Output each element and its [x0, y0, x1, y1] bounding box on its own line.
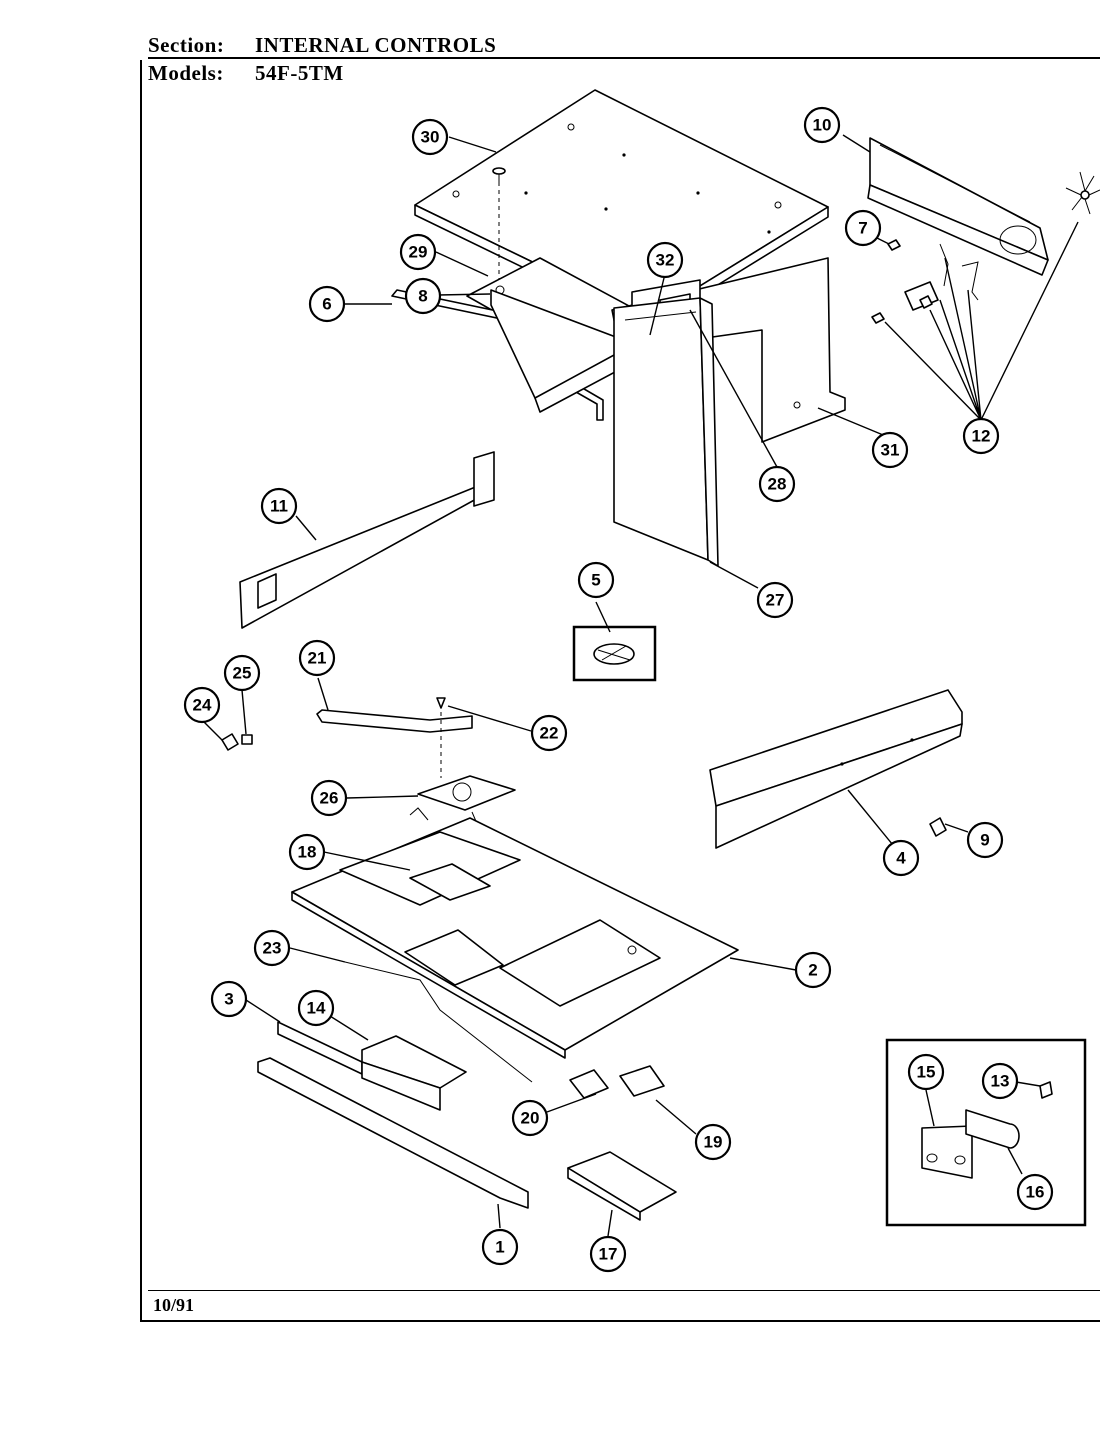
callout-5: 5 [577, 561, 615, 599]
callout-1: 1 [481, 1228, 519, 1266]
callout-17: 17 [589, 1235, 627, 1273]
callout-2: 2 [794, 951, 832, 989]
part-21-tube [316, 709, 473, 733]
part-10-fan-bracket [867, 137, 1049, 276]
svg-text:9: 9 [980, 831, 989, 850]
callout-22: 22 [530, 714, 568, 752]
svg-text:22: 22 [540, 724, 559, 743]
models-label: Models: [148, 61, 224, 85]
svg-text:1: 1 [495, 1238, 504, 1257]
svg-text:30: 30 [421, 128, 440, 147]
svg-text:4: 4 [896, 849, 906, 868]
svg-text:6: 6 [322, 295, 331, 314]
callout-3: 3 [210, 980, 248, 1018]
svg-text:3: 3 [224, 990, 233, 1009]
callout-8: 8 [404, 277, 442, 315]
svg-text:31: 31 [881, 441, 900, 460]
svg-text:13: 13 [991, 1072, 1010, 1091]
svg-text:11: 11 [270, 497, 288, 516]
part-17-channel [567, 1151, 677, 1221]
svg-text:23: 23 [263, 939, 282, 958]
part-14-bracket [361, 1035, 467, 1111]
part-4-front-rail [709, 689, 963, 849]
svg-text:10: 10 [813, 116, 832, 135]
models-value: 54F-5TM [255, 61, 344, 85]
callout-27: 27 [756, 581, 794, 619]
svg-text:18: 18 [298, 843, 317, 862]
svg-text:8: 8 [418, 287, 427, 306]
callout-29: 29 [399, 233, 437, 271]
callout-32: 32 [646, 241, 684, 279]
part-23-wire [344, 961, 533, 1083]
svg-text:32: 32 [656, 251, 675, 270]
callout-6: 6 [308, 285, 346, 323]
part-9-clip [929, 817, 947, 837]
part-18-insulation [409, 863, 491, 901]
part-24-clip [221, 733, 239, 751]
part-7-screws [871, 239, 901, 324]
callout-21: 21 [298, 639, 336, 677]
svg-text:26: 26 [320, 789, 339, 808]
callout-13: 13 [981, 1062, 1019, 1100]
section-title: INTERNAL CONTROLS [255, 33, 497, 57]
part-3-strip [277, 1021, 363, 1075]
svg-text:5: 5 [591, 571, 600, 590]
fan-blade-icon [1065, 171, 1100, 215]
callout-24: 24 [183, 686, 221, 724]
callout-11: 11 [260, 487, 298, 525]
callout-19: 19 [694, 1123, 732, 1161]
svg-text:7: 7 [858, 219, 867, 238]
part-5-inset [572, 625, 657, 682]
diagram-frame [140, 60, 1100, 1322]
svg-text:20: 20 [521, 1109, 540, 1128]
svg-text:2: 2 [808, 961, 817, 980]
header-rule [148, 57, 1100, 59]
callout-12: 12 [962, 417, 1000, 455]
svg-text:21: 21 [308, 649, 327, 668]
part-2-base-pan [291, 817, 739, 1059]
section-label: Section: [148, 33, 225, 57]
svg-text:29: 29 [409, 243, 428, 262]
callout-10: 10 [803, 106, 841, 144]
callout-31: 31 [871, 431, 909, 469]
callout-14: 14 [297, 989, 335, 1027]
svg-text:14: 14 [307, 999, 326, 1018]
callout-30: 30 [411, 118, 449, 156]
callout-18: 18 [288, 833, 326, 871]
footer-rule [148, 1290, 1100, 1291]
callout-4: 4 [882, 839, 920, 877]
leader-lines [201, 134, 1079, 1237]
part-20-bracket [569, 1069, 609, 1099]
part-11-side-rail [239, 451, 495, 629]
svg-text:19: 19 [704, 1133, 723, 1152]
svg-text:27: 27 [766, 591, 785, 610]
callout-16: 16 [1016, 1173, 1054, 1211]
svg-text:28: 28 [768, 475, 787, 494]
svg-text:24: 24 [193, 696, 212, 715]
svg-text:16: 16 [1026, 1183, 1045, 1202]
svg-text:15: 15 [917, 1063, 936, 1082]
callout-7: 7 [844, 209, 882, 247]
part-25-knob [241, 734, 253, 745]
callout-28: 28 [758, 465, 796, 503]
callout-20: 20 [511, 1099, 549, 1137]
part-26-thermostat [409, 775, 516, 827]
callout-25: 25 [223, 654, 261, 692]
part-19-switch [619, 1065, 665, 1097]
callout-23: 23 [253, 929, 291, 967]
part-1-lower-rail [257, 1057, 529, 1209]
callout-15: 15 [907, 1053, 945, 1091]
callout-26: 26 [310, 779, 348, 817]
callout-9: 9 [966, 821, 1004, 859]
part-12-switch [904, 243, 979, 311]
svg-text:12: 12 [972, 427, 991, 446]
footer-date: 10/91 [153, 1295, 195, 1315]
part-22-screw [436, 697, 446, 778]
part-27-duct [613, 297, 719, 567]
part-30-screw [492, 167, 506, 283]
svg-text:25: 25 [233, 664, 252, 683]
svg-text:17: 17 [599, 1245, 618, 1264]
